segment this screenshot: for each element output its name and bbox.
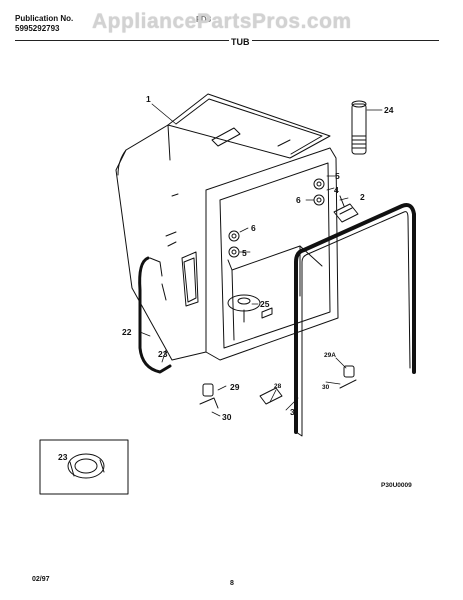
header-rule	[15, 40, 439, 41]
callout-5-lower: 5	[242, 248, 247, 258]
callout-6-lower: 6	[251, 223, 256, 233]
callout-23-inset: 23	[58, 452, 68, 462]
callout-1: 1	[146, 94, 151, 104]
inset-detail	[39, 439, 129, 495]
diagram-code: P30U0009	[381, 482, 412, 489]
callout-30-left: 30	[222, 412, 232, 422]
vent-gasket	[138, 256, 172, 374]
lower-hardware	[199, 365, 357, 409]
callout-6-upper: 6	[296, 195, 301, 205]
callout-3: 3	[290, 407, 295, 417]
callout-5-upper: 5	[335, 171, 340, 181]
mount-clips	[228, 178, 325, 258]
callout-labels: 1 24 5 4 6 2 6 5 25 22 23 29A 30 29 28 3…	[58, 94, 412, 489]
section-title: TUB	[229, 37, 252, 47]
watermark-text: AppliancePartsPros.com	[92, 10, 352, 33]
callout-24: 24	[384, 105, 394, 115]
model-number: FD8	[196, 15, 212, 24]
publication-label: Publication No.	[15, 14, 74, 23]
callout-23: 23	[158, 349, 168, 359]
footer-page-number: 8	[230, 580, 234, 587]
footer-date: 02/97	[32, 576, 50, 583]
door-seal	[294, 203, 416, 437]
callout-30-right: 30	[322, 384, 330, 391]
callout-29a: 29A	[324, 352, 336, 359]
hinge-bracket	[333, 195, 359, 223]
tub-body	[115, 93, 339, 361]
callout-4: 4	[334, 185, 339, 195]
callout-28: 28	[274, 383, 282, 390]
leader-lines	[139, 103, 383, 417]
callout-25: 25	[260, 299, 270, 309]
callout-22: 22	[122, 327, 132, 337]
bumper-part	[351, 100, 367, 155]
callout-29: 29	[230, 382, 240, 392]
publication-number: 5995292793	[15, 24, 60, 33]
callout-2: 2	[360, 192, 365, 202]
